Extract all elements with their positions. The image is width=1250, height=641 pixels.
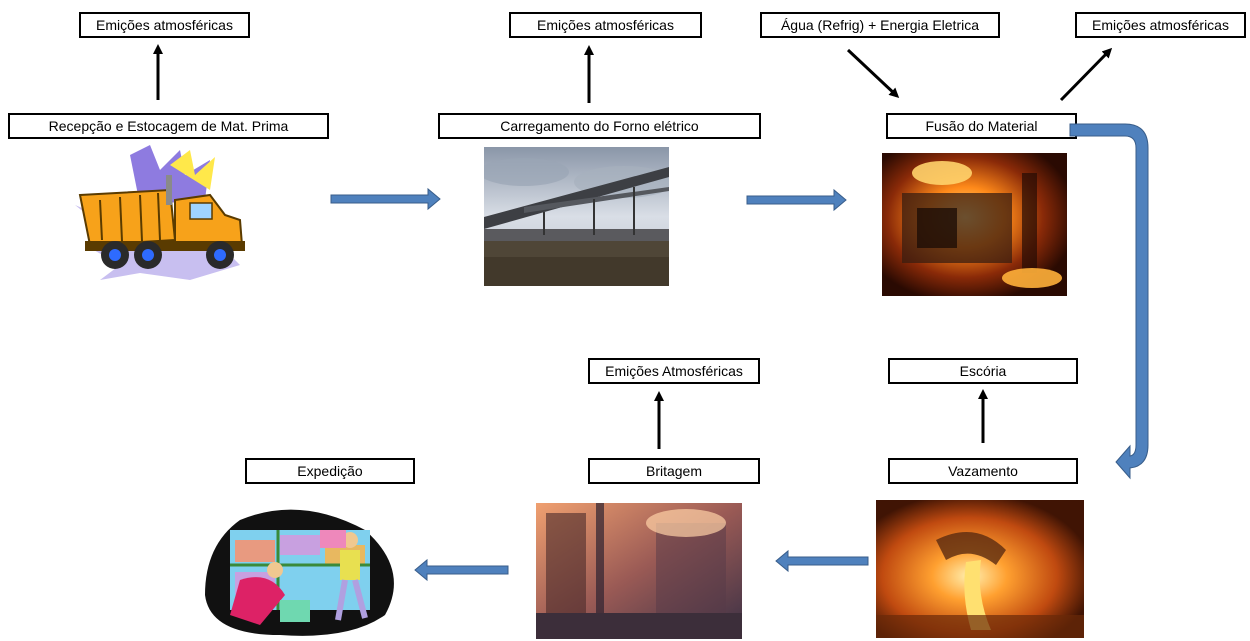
water-energy-box: Água (Refrig) + Energia Eletrica <box>760 12 1000 38</box>
arrow-down-water-energy <box>846 48 900 99</box>
emissions-box-3: Emições atmosféricas <box>1075 12 1246 38</box>
flow-arrow-2 <box>746 188 847 212</box>
slag-box: Escória <box>888 358 1078 384</box>
emissions-box-1: Emições atmosféricas <box>79 12 250 38</box>
melting-box: Fusão do Material <box>886 113 1077 139</box>
flow-arrow-1 <box>330 187 441 211</box>
tapping-box: Vazamento <box>888 458 1078 484</box>
warehouse-workers-clipart <box>205 509 394 636</box>
pouring-photo <box>876 500 1084 638</box>
reception-box: Recepção e Estocagem de Mat. Prima <box>8 113 329 139</box>
furnace-photo <box>882 153 1067 296</box>
flow-arrow-4 <box>414 558 509 582</box>
conveyor-photo <box>484 147 669 286</box>
dispatch-box: Expedição <box>245 458 415 484</box>
flow-arrow-curved <box>1069 123 1149 480</box>
furnace-loading-box: Carregamento do Forno elétrico <box>438 113 761 139</box>
arrow-up-emissions-3 <box>1059 47 1113 102</box>
flow-arrow-3 <box>775 549 869 573</box>
emissions-box-2: Emições atmosféricas <box>509 12 702 38</box>
dump-truck-clipart <box>75 145 245 280</box>
crushing-box: Britagem <box>588 458 760 484</box>
emissions-box-4: Emições Atmosféricas <box>588 358 760 384</box>
crushing-photo <box>536 503 742 639</box>
